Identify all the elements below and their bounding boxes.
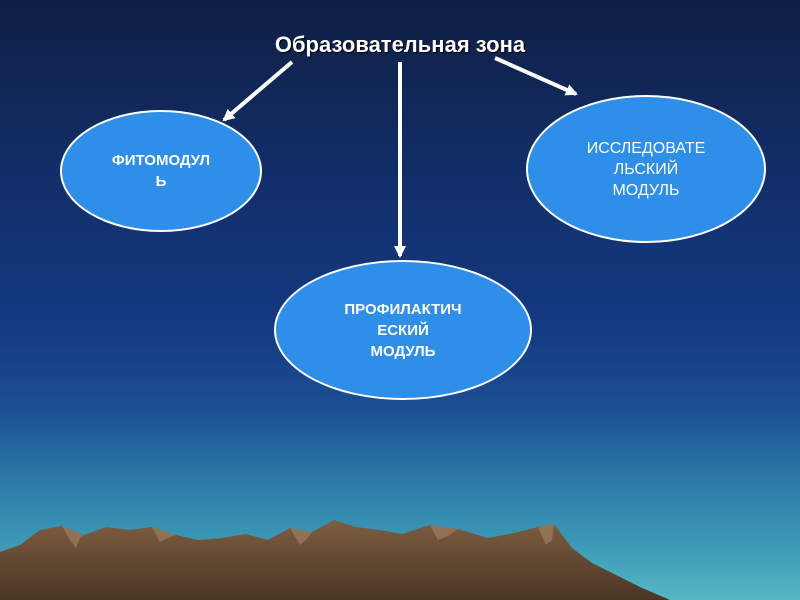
node-label-line: МОДУЛЬ xyxy=(612,181,680,199)
node-label-line: ЛЬСКИЙ xyxy=(613,160,679,178)
mountain-snow-highlights xyxy=(62,524,554,548)
node-label-line: ФИТОМОДУЛ xyxy=(111,152,211,169)
node-issledovatelsky-modul: ИССЛЕДОВАТЕ ЛЬСКИЙ МОДУЛЬ xyxy=(526,95,766,243)
node-label-line: ЕСКИЙ xyxy=(377,321,429,339)
node-label-line: ПРОФИЛАКТИЧ xyxy=(344,300,462,318)
node-label-line: ИССЛЕДОВАТЕ xyxy=(586,139,706,157)
node-label-line: МОДУЛЬ xyxy=(370,342,436,360)
node-label-line: Ь xyxy=(155,173,167,190)
mountain-range xyxy=(0,520,670,600)
node-fitomodul: ФИТОМОДУЛ Ь xyxy=(60,110,262,232)
arrow-to-fitomodul xyxy=(222,60,294,122)
diagram-title: Образовательная зона xyxy=(274,32,526,57)
arrow-to-issledovatelsky xyxy=(494,56,578,96)
node-profilaktichesky-modul: ПРОФИЛАКТИЧ ЕСКИЙ МОДУЛЬ xyxy=(274,260,532,400)
